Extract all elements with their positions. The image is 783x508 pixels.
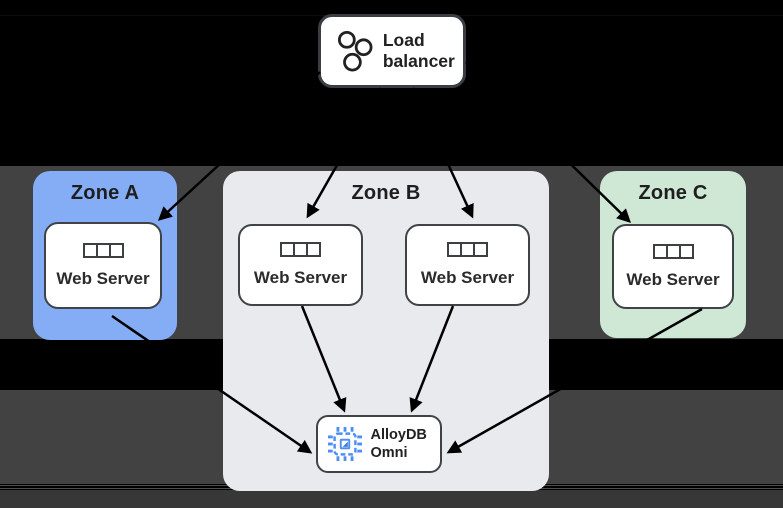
load-balancer-node: Load balancer xyxy=(318,14,466,88)
zone-c-web-server-node: Web Server xyxy=(612,224,734,309)
zone-b-web-server-node-2: Web Server xyxy=(405,224,530,306)
alloydb-omni-node: AlloyDB Omni xyxy=(316,415,442,473)
background-band-bottom xyxy=(0,490,783,508)
web-server-label: Web Server xyxy=(56,268,150,288)
load-balancer-label: Load balancer xyxy=(382,30,455,71)
zone-c-title: Zone C xyxy=(638,182,708,204)
server-rack-icon xyxy=(280,242,321,257)
load-balancer-circles-icon xyxy=(337,30,373,72)
web-server-label: Web Server xyxy=(420,268,515,287)
alloydb-omni-label: AlloyDB Omni xyxy=(370,427,427,461)
server-rack-icon xyxy=(82,242,124,258)
server-rack-icon xyxy=(447,242,488,257)
chip-icon xyxy=(327,427,362,461)
server-rack-icon xyxy=(652,243,694,259)
zone-b-web-server-node-1: Web Server xyxy=(238,224,363,306)
zone-a-title: Zone A xyxy=(70,182,140,204)
zone-a-web-server-node: Web Server xyxy=(44,222,162,309)
web-server-label: Web Server xyxy=(253,268,348,287)
web-server-label: Web Server xyxy=(626,269,720,289)
zone-b-title: Zone B xyxy=(351,182,421,204)
